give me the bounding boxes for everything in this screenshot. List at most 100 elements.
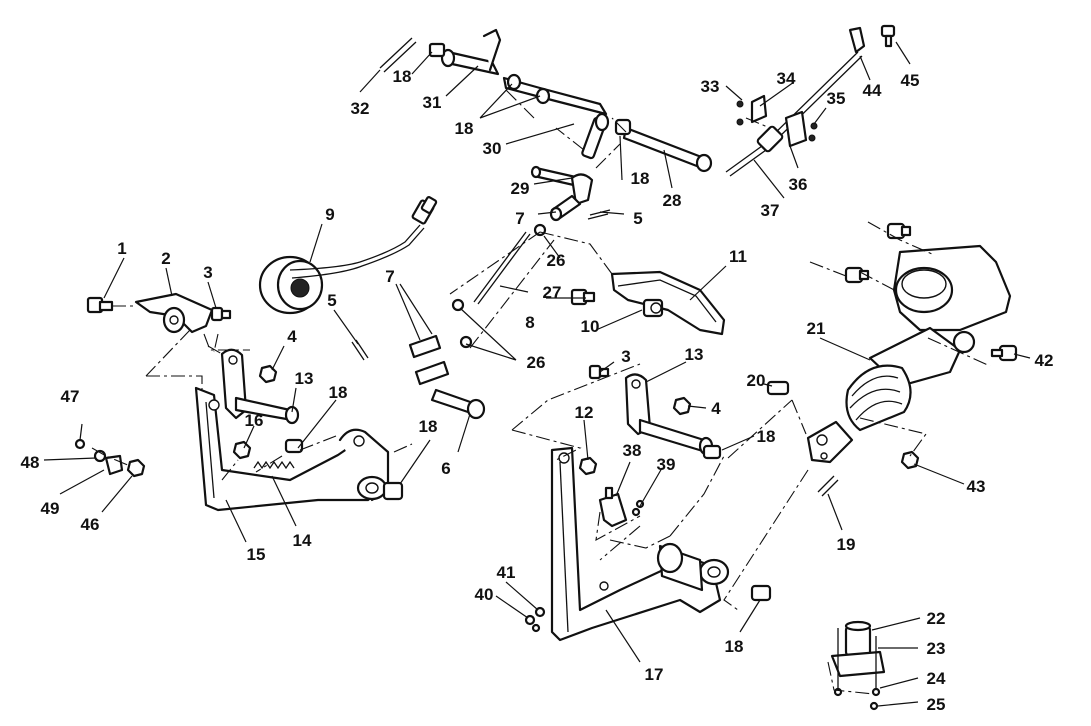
callout-33: 33 [701,77,720,96]
callout-20: 20 [747,371,766,390]
fitting-upper [886,222,912,240]
callout-4: 4 [287,327,297,346]
callout-12: 12 [575,403,594,422]
nut-35a [810,122,818,130]
cotter-pin-5-left [351,339,369,361]
callout-5-b: 5 [633,209,642,228]
clevis-pin-20 [766,380,790,396]
brake-switch [258,196,438,315]
callout-11: 11 [729,247,747,266]
callout-1: 1 [117,239,126,258]
callout-18: 18 [393,67,412,86]
nut-4-left [258,364,278,384]
bolt-45 [880,24,896,48]
right-pedal-bracket [550,446,730,642]
callout-17: 17 [645,665,664,684]
assembly-lines [91,87,991,695]
left-pedal-bracket [194,386,404,512]
callout-42: 42 [1035,351,1054,370]
screw-47 [74,438,86,450]
bolt-1 [86,296,114,314]
nut-35b [808,134,816,142]
callout-39: 39 [657,455,676,474]
callout-31: 31 [423,93,442,112]
callout-38: 38 [623,441,642,460]
callout-3: 3 [203,263,212,282]
pedal-pad [610,270,726,336]
callout-9: 9 [325,205,334,224]
nut-3-left [210,306,232,322]
callout-10: 10 [581,317,600,336]
clip-34 [736,94,768,126]
callout-18-b: 18 [455,119,474,138]
clip-49 [104,454,124,476]
callout-25: 25 [927,695,946,714]
callout-6: 6 [441,459,450,478]
callout-21: 21 [807,319,826,338]
callout-30: 30 [483,139,502,158]
callout-3-b: 3 [621,347,630,366]
fitting-lower [844,266,870,284]
switch-38 [598,486,645,528]
callout-49: 49 [41,499,60,518]
upper-shaft-assembly [428,28,713,173]
callout-7: 7 [385,267,394,286]
callout-7-b: 7 [515,209,524,228]
left-spacers [408,334,486,420]
bolt-42 [990,344,1018,362]
callout-14: 14 [293,531,312,550]
callout-5: 5 [327,291,336,310]
callout-13: 13 [295,369,314,388]
callout-labels: 1 2 3 4 5 6 7 8 9 10 11 12 13 14 15 16 1… [21,67,1054,714]
callout-41: 41 [497,563,516,582]
callout-34: 34 [777,69,796,88]
nut-16 [232,440,252,460]
callout-44: 44 [863,81,882,100]
callout-28: 28 [663,191,682,210]
callout-36: 36 [789,175,808,194]
callout-8: 8 [525,313,534,332]
clip-bracket [134,292,214,334]
callout-4-b: 4 [711,399,721,418]
callout-15: 15 [247,545,266,564]
callout-37: 37 [761,201,780,220]
rod-27 [473,231,531,305]
nut-46 [126,458,146,478]
leader-lines [43,41,1031,707]
callout-45: 45 [901,71,920,90]
nut-43 [900,450,920,470]
callout-27: 27 [543,283,562,302]
right-pedal-arm [624,373,714,456]
callout-40: 40 [475,585,494,604]
callout-46: 46 [81,515,100,534]
nut-26-a [533,223,547,237]
bushing-18-bottom [750,584,772,602]
bolt-8 [570,288,596,306]
pin-32 [379,37,417,73]
callout-26: 26 [547,251,566,270]
callout-23: 23 [927,639,946,658]
callout-18-f: 18 [757,427,776,446]
nut-40b [531,623,541,633]
callout-16: 16 [245,411,264,430]
callout-13-b: 13 [685,345,704,364]
callout-48: 48 [21,453,40,472]
nut-26-b [451,298,465,312]
callout-18-c: 18 [631,169,650,188]
nut-4-right [672,396,692,416]
nut-12 [578,456,598,476]
callout-24: 24 [927,669,946,688]
callout-29: 29 [511,179,530,198]
callout-22: 22 [927,609,946,628]
callout-26-b: 26 [527,353,546,372]
callout-18-d: 18 [329,383,348,402]
switch-assembly-22 [830,620,886,711]
callout-43: 43 [967,477,986,496]
return-spring [253,460,295,470]
callout-35: 35 [827,89,846,108]
callout-18-g: 18 [725,637,744,656]
left-pedal-arm [220,348,304,454]
clevis-29 [530,165,594,222]
cotter-pin-5-upper [587,209,611,220]
